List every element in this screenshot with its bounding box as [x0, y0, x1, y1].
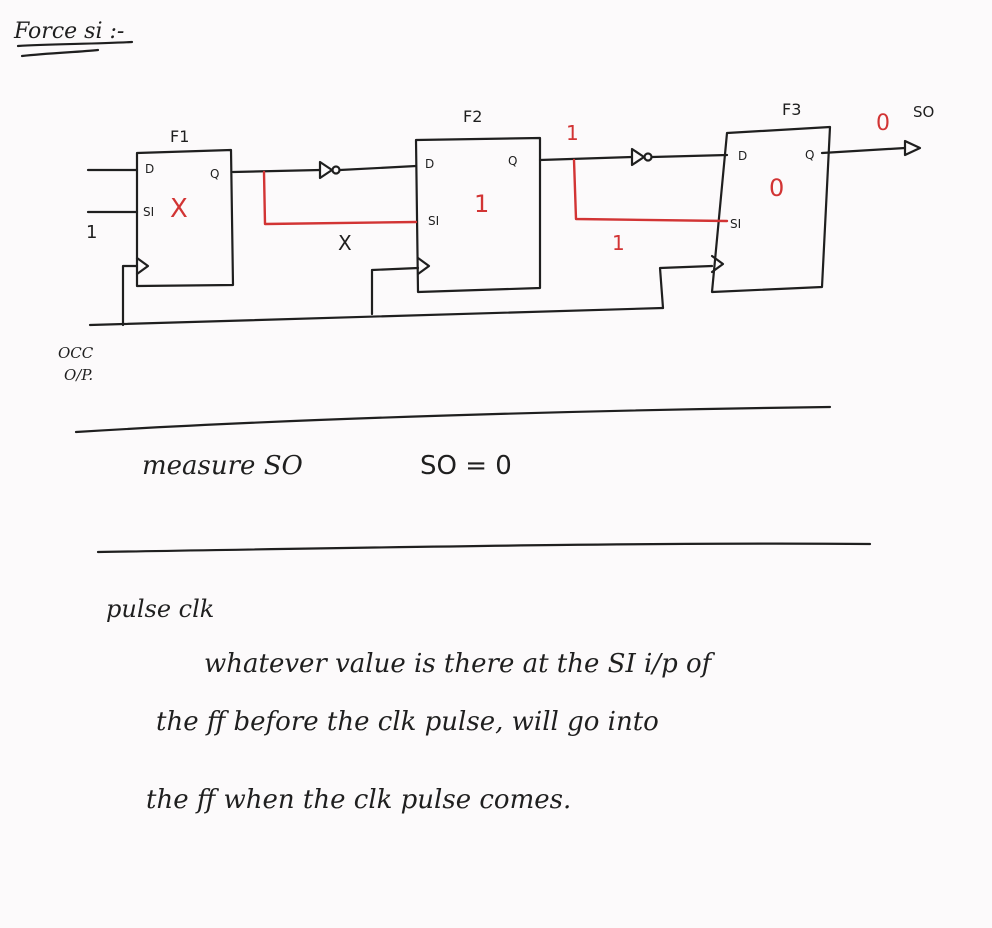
wire-value-f2-f3-top: 1: [566, 121, 579, 145]
notes-line-2: the ff before the clk pulse, will go int…: [156, 707, 659, 737]
f3-clk-triangle-icon: [710, 254, 725, 274]
f3-value: 0: [769, 174, 784, 202]
f3-d-pin: D: [738, 149, 747, 163]
flipflop-f1-name: F1: [170, 127, 189, 146]
flipflop-f3-box: [710, 125, 832, 294]
f2-d-pin: D: [425, 157, 434, 171]
f3-clk-wire: [658, 264, 714, 310]
f2-clk-triangle-icon: [416, 256, 431, 276]
heading-underline-1: [16, 40, 134, 48]
flipflop-f2-box: [414, 136, 542, 294]
so-arrow-icon: [903, 139, 922, 157]
clk-source-label-1: OCC: [58, 344, 94, 362]
f2-q-wire: [538, 155, 634, 162]
si-path-f2-to-f3: [572, 158, 729, 223]
f2-d-wire: [338, 164, 418, 172]
f1-q-pin: Q: [210, 167, 219, 181]
buffer-1-icon: [318, 160, 334, 180]
buffer-1-bubble-icon: [331, 165, 341, 175]
heading-underline-2: [20, 48, 100, 58]
notes-line-3: the ff when the clk pulse comes.: [146, 785, 571, 815]
page-heading: Force si :-: [13, 19, 124, 44]
f1-clk-triangle-icon: [135, 256, 150, 276]
si-input-value: 1: [86, 222, 97, 243]
so-value: 0: [876, 111, 890, 136]
so-output-wire: [820, 146, 907, 155]
f3-si-pin: SI: [730, 217, 741, 231]
clock-bus-wire: [88, 306, 665, 327]
clk-source-label-2: O/P.: [64, 366, 93, 384]
si-path-f1-to-f2: [262, 170, 418, 226]
flipflop-f2-name: F2: [463, 107, 482, 126]
f3-q-pin: Q: [805, 148, 814, 162]
f1-q-wire: [231, 168, 322, 174]
flipflop-f3-name: F3: [782, 100, 801, 119]
buffer-2-icon: [630, 147, 646, 167]
so-label: SO: [913, 103, 934, 121]
measure-instruction: measure SO: [142, 451, 303, 481]
f2-q-pin: Q: [508, 154, 517, 168]
wire-value-f2-f3-bottom: 1: [612, 231, 625, 255]
wire-value-f1-f2: X: [338, 231, 352, 255]
measure-result: SO = 0: [420, 451, 512, 481]
f2-si-pin: SI: [428, 214, 439, 228]
notes-line-1: whatever value is there at the SI i/p of: [204, 649, 716, 679]
buffer-2-bubble-icon: [643, 152, 653, 162]
f1-clk-wire: [121, 264, 139, 327]
divider-top: [74, 405, 832, 434]
f1-value: X: [170, 194, 188, 224]
f2-value: 1: [474, 190, 489, 218]
f2-clk-wire: [370, 266, 420, 316]
f1-si-pin: SI: [143, 205, 154, 219]
divider-bottom: [96, 542, 872, 554]
notes-title: pulse clk: [106, 595, 214, 623]
flipflop-f1-box: [135, 148, 235, 288]
f3-d-wire: [650, 153, 729, 159]
f1-d-pin: D: [145, 162, 154, 176]
